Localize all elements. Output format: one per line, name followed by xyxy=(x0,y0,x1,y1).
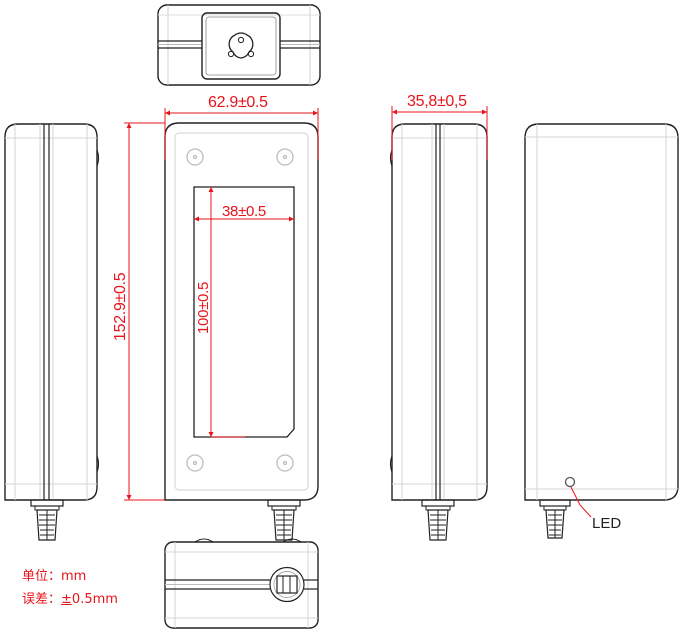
dc-connector-icon xyxy=(267,499,301,541)
tolerance-note: 误差：±0.5mm xyxy=(22,592,118,608)
dimension-depth-label: 35,8±0,5 xyxy=(407,93,467,110)
cable-strain-relief-icon xyxy=(269,566,305,603)
dimension-lines xyxy=(124,106,488,501)
tolerance-note-value: 0.5mm xyxy=(71,592,118,607)
tolerance-note-label: 误差： xyxy=(22,592,62,607)
unit-note-label: 单位： xyxy=(22,569,62,584)
unit-note-value: mm xyxy=(61,569,87,584)
led-leader-line xyxy=(570,486,592,518)
right-side-view xyxy=(389,123,488,541)
tolerance-note-plusminus: ± xyxy=(61,592,72,607)
dimension-label-height-label: 100±0.5 xyxy=(195,281,212,334)
front-view xyxy=(164,122,319,541)
back-view xyxy=(524,123,679,539)
dc-connector-icon xyxy=(30,499,64,541)
top-view xyxy=(157,4,321,86)
ac-inlet-icon xyxy=(201,12,281,80)
left-side-view xyxy=(4,123,100,541)
bottom-view xyxy=(164,538,319,629)
led-callout-label: LED xyxy=(592,515,622,532)
dc-connector-icon xyxy=(539,499,571,539)
dimension-width-label: 62.9±0.5 xyxy=(208,94,268,111)
unit-note: 单位：mm xyxy=(22,569,86,585)
dc-connector-icon xyxy=(421,499,455,541)
label-area xyxy=(193,186,295,438)
dimension-height-label: 152.9±0.5 xyxy=(112,272,129,341)
led-icon xyxy=(564,476,576,488)
dimension-label-width-label: 38±0.5 xyxy=(222,203,266,220)
screw-icon xyxy=(186,148,294,472)
